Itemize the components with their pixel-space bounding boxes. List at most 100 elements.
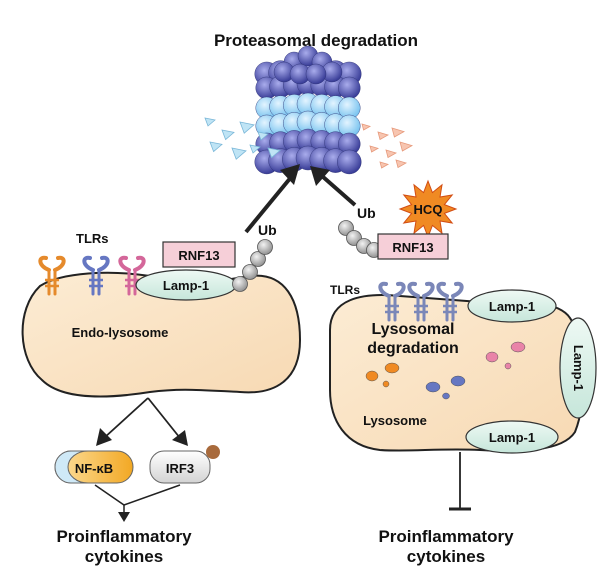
ubiquitin-chain-right [338, 220, 382, 258]
degraded-fragment [504, 362, 512, 370]
tlr-ectodomain-left [378, 281, 391, 298]
output-left-line2: cytokines [85, 547, 163, 566]
arrow-to-nfkb [103, 397, 149, 439]
ubiquitin-bead [232, 276, 248, 292]
arrow-to-irf3 [147, 397, 181, 439]
arrow-head-left [280, 164, 300, 185]
lysosome-cell [329, 294, 585, 452]
proteasome-cap-subunit [305, 63, 327, 85]
tlr-receptors-left [38, 255, 146, 296]
endo-lysosome-label: Endo-lysosome [72, 325, 169, 340]
degraded-fragment [384, 362, 400, 374]
blue-fragment [239, 121, 255, 134]
ubiquitin-bead [257, 239, 273, 255]
tlrs-label-right: TLRs [330, 283, 360, 297]
rnf13-box-right [377, 233, 449, 260]
degraded-fragment [442, 392, 450, 400]
arrow-to-proteasome-right [320, 174, 357, 207]
irf3-label: IRF3 [166, 461, 194, 476]
converge-arrow-head [118, 512, 130, 522]
tlr-ectodomain-left [118, 255, 131, 272]
proteasome-subunit [337, 149, 362, 175]
tlr-stalk [91, 268, 101, 296]
blue-fragment [204, 117, 216, 127]
peptide-fragments-blue [204, 117, 281, 160]
ubiquitin-bead [250, 251, 266, 267]
orange-fragment [385, 149, 398, 159]
tlr-ectodomain-right [451, 281, 464, 298]
lamp1-right-side [559, 317, 597, 419]
tlr-ectodomain-right [393, 281, 406, 298]
degraded-fragment [450, 375, 466, 387]
lysosomal-degradation-line2: degradation [367, 340, 459, 357]
output-left-line1: Proinflammatory [56, 527, 192, 546]
phosphate-dot [206, 445, 220, 459]
tlr-ectodomain-left [82, 255, 95, 272]
tlr-ectodomain-right [133, 255, 146, 272]
orange-fragment [399, 141, 414, 152]
tlr-receptors-right [378, 281, 464, 322]
blue-fragment [231, 147, 247, 160]
lamp1-right-bottom [465, 420, 559, 454]
blue-fragment [209, 141, 223, 153]
ub-label-right: Ub [357, 205, 376, 221]
degraded-fragment [485, 351, 499, 363]
orange-fragment [391, 127, 406, 138]
orange-fragment [361, 123, 372, 131]
irf3-pill [149, 450, 211, 484]
blue-fragment [267, 147, 281, 159]
blue-fragment [221, 129, 235, 141]
ub-label-left: Ub [258, 222, 277, 238]
tlr-stalk [387, 294, 397, 322]
tlr-receptor-icon [436, 281, 464, 322]
ubiquitin-chain-left [232, 239, 273, 292]
arrow-head-irf3 [172, 430, 188, 446]
output-right-line2: cytokines [407, 547, 485, 566]
tlr-ectodomain-left [38, 255, 51, 272]
proteasome-complex [254, 45, 362, 175]
degraded-fragment [382, 380, 390, 388]
blue-fragment [249, 144, 261, 154]
converging-lines [94, 484, 181, 506]
lamp1-label-right-top: Lamp-1 [489, 299, 535, 314]
arrow-to-proteasome-left [244, 174, 294, 234]
output-right-line1: Proinflammatory [378, 527, 514, 546]
tlr-stalk [127, 268, 137, 296]
lamp1-label-right-bottom: Lamp-1 [489, 430, 535, 445]
lysosomal-degradation-line1: Lysosomal [372, 321, 455, 338]
tlrs-label-left: TLRs [76, 231, 109, 246]
tlr-stalk [416, 294, 426, 322]
degraded-fragment [510, 341, 526, 353]
orange-fragment [379, 161, 390, 169]
nfkb-label: NF-κB [75, 461, 113, 476]
rnf13-label-right: RNF13 [392, 240, 433, 255]
tlr-receptor-icon [407, 281, 435, 322]
tlr-receptor-icon [82, 255, 110, 296]
lamp1-right-top [467, 289, 557, 323]
tlr-ectodomain-left [407, 281, 420, 298]
arrow-head-right [310, 166, 330, 186]
lamp1-label-left: Lamp-1 [163, 278, 209, 293]
tlr-ectodomain-right [53, 255, 66, 272]
degraded-protein-dots [365, 341, 526, 400]
tlr-ectodomain-right [97, 255, 110, 272]
peptide-fragments-orange [361, 123, 414, 169]
orange-fragment [395, 159, 408, 169]
ubiquitin-bead [242, 264, 258, 280]
orange-fragment [377, 131, 390, 141]
hcq-label: HCQ [414, 202, 443, 217]
tlr-ectodomain-right [422, 281, 435, 298]
tlr-stalk [445, 294, 455, 322]
tlr-receptor-icon [378, 281, 406, 322]
nfkb-subunit [54, 450, 89, 484]
arrow-head-nfkb [96, 428, 112, 446]
degraded-fragment [365, 370, 379, 382]
rnf13-box-left [162, 241, 236, 268]
lysosome-label: Lysosome [363, 413, 427, 428]
orange-fragment [369, 145, 380, 153]
tlr-stalk [47, 268, 57, 296]
lamp1-label-right-side: Lamp-1 [571, 345, 586, 391]
proteasome-subunit [338, 76, 361, 100]
